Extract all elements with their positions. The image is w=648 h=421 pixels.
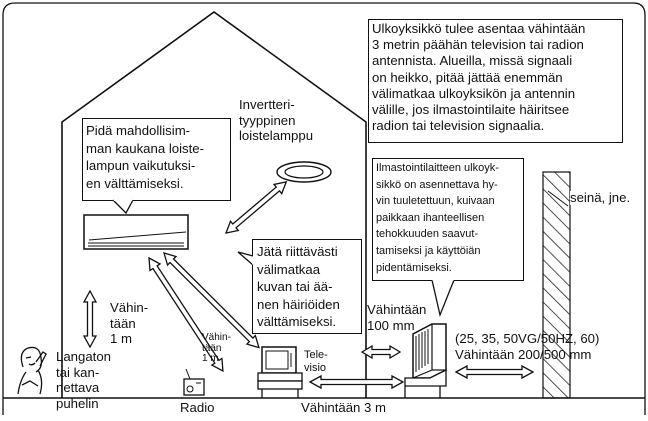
min-100mm-label: Vähintään 100 mm	[367, 302, 427, 333]
fluorescent-lamp-icon	[276, 161, 332, 183]
min-1m-radio-label: Vähin- tään 1 m	[202, 332, 231, 364]
note-enough-distance-text: Jätä riittävästi välimatkaa kuvan tai ää…	[257, 244, 340, 329]
note-fluorescent-distance	[82, 118, 231, 201]
min-3m-label: Vähintään 3 m	[301, 400, 387, 415]
note-outdoor-ventilation-text: Ilmastointilaitteen ulkoyk- sikkö on ase…	[376, 162, 499, 274]
min-1m-phone-label: Vähin- tään 1 m	[110, 300, 149, 346]
arrow-phone-vertical	[82, 289, 98, 349]
outdoor-unit	[404, 323, 447, 398]
note-fluorescent-distance-text: Pidä mahdollisim- man kaukana loiste- la…	[86, 123, 205, 191]
wall-label: seinä, jne.	[570, 190, 631, 206]
person-phone-icon	[17, 346, 47, 395]
note-outdoor-distance-text: Ulkoyksikkö tulee asentaa vähintään 3 me…	[372, 21, 586, 134]
hatched-wall	[542, 171, 571, 399]
arrow-3m	[308, 374, 405, 390]
arrow-unit-radio	[148, 256, 224, 373]
models-label: (25, 35, 50VG/50HZ, 60)	[455, 331, 600, 346]
phone-label: Langaton tai kan- nettava puhelin	[56, 349, 112, 411]
radio-label: Radio	[180, 400, 215, 415]
distance-arrows	[82, 181, 535, 390]
note-enough-distance	[252, 239, 362, 334]
arrow-unit-tv	[163, 252, 260, 349]
note-outdoor-distance	[368, 19, 623, 143]
min-200-500mm-label: Vähintään 200/500 mm	[455, 347, 592, 362]
tv-label: Tele- visio	[304, 349, 328, 374]
arrow-unit-lamp	[224, 181, 288, 234]
indoor-unit	[83, 214, 189, 250]
arrow-100mm	[360, 344, 402, 360]
house-outline	[61, 11, 367, 398]
tv-icon	[257, 346, 303, 398]
outer-frame	[2, 2, 646, 415]
radio-icon	[183, 368, 205, 396]
arrow-200-500mm	[454, 364, 535, 380]
inverter-lamp-label: Invertteri- tyyppinen loistelamppu	[239, 97, 314, 143]
